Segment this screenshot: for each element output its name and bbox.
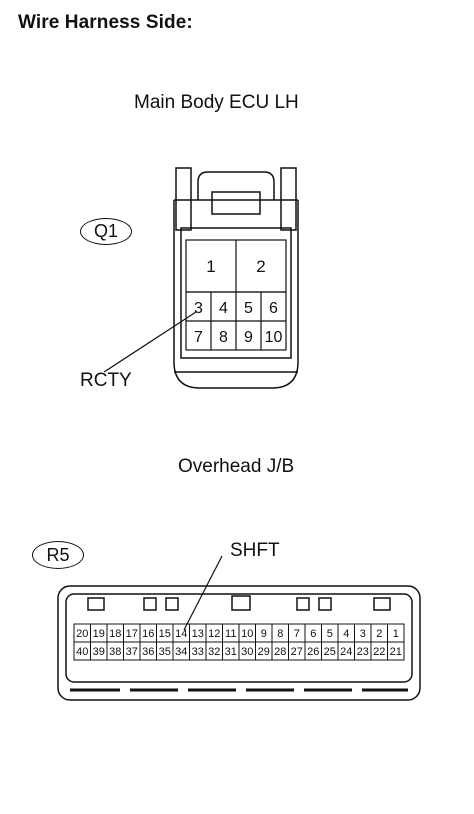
pin-label: 28: [274, 646, 286, 658]
pin-label: 11: [225, 628, 236, 640]
pin-label: 35: [159, 646, 171, 658]
pin-label: 5: [244, 300, 253, 317]
pin-label: 8: [219, 329, 228, 346]
pin-label: 7: [294, 628, 300, 640]
pin-label: 2: [376, 628, 382, 640]
pin-label: 17: [126, 628, 138, 640]
pin-label: 27: [291, 646, 303, 658]
pin-label: 6: [269, 300, 278, 317]
connector-code-q1: Q1: [80, 218, 132, 245]
pin-label: 31: [225, 646, 237, 658]
pin-label: 36: [142, 646, 154, 658]
pin-label: 9: [244, 329, 253, 346]
pin-label: 38: [109, 646, 121, 658]
pin-label: 24: [340, 646, 352, 658]
pin-label: 22: [373, 646, 385, 658]
diagram-heading: Wire Harness Side:: [18, 12, 193, 33]
pin-label: 15: [159, 628, 171, 640]
pin-label: 26: [307, 646, 319, 658]
pin-label: 23: [357, 646, 369, 658]
pin-label: 1: [393, 628, 399, 640]
pin-label: 32: [208, 646, 220, 658]
pin-label: 33: [192, 646, 204, 658]
pin-label: 3: [360, 628, 366, 640]
pin-label: 10: [265, 329, 283, 346]
pin-label: 10: [241, 628, 253, 640]
callout-rcty-leader: [103, 311, 197, 373]
pin-label: 1: [206, 257, 215, 276]
pin-label: 8: [277, 628, 283, 640]
connector-title-main-body-ecu: Main Body ECU LH: [134, 92, 299, 113]
pin-label: 18: [109, 628, 121, 640]
pin-label: 7: [194, 329, 203, 346]
pin-label: 25: [324, 646, 336, 658]
connector-r5-body: [57, 585, 421, 701]
pin-label: 12: [208, 628, 220, 640]
connector-code-r5: R5: [32, 541, 84, 569]
pin-label: 2: [256, 257, 265, 276]
pin-label: 9: [261, 628, 267, 640]
connector-title-overhead-jb: Overhead J/B: [178, 456, 295, 477]
pin-label: 16: [142, 628, 154, 640]
connector-q1-body: [173, 167, 299, 389]
pin-label: 4: [219, 300, 228, 317]
callout-rcty: RCTY: [80, 370, 132, 391]
callout-shft-leader: [183, 555, 223, 631]
pin-label: 29: [258, 646, 270, 658]
pin-label: 40: [76, 646, 88, 658]
connector-q1-pin-grid: [185, 239, 287, 351]
pin-label: 34: [175, 646, 187, 658]
pin-label: 14: [175, 628, 187, 640]
pin-label: 4: [343, 628, 349, 640]
pin-label: 13: [192, 628, 204, 640]
pin-label: 21: [390, 646, 402, 658]
pin-label: 19: [93, 628, 105, 640]
pin-label: 20: [76, 628, 88, 640]
pin-label: 3: [194, 300, 203, 317]
pin-label: 5: [327, 628, 333, 640]
pin-label: 37: [126, 646, 138, 658]
pin-label: 6: [310, 628, 316, 640]
connector-r5-pin-grid: [73, 623, 405, 661]
pin-label: 30: [241, 646, 253, 658]
callout-shft: SHFT: [230, 540, 280, 561]
pin-label: 39: [93, 646, 105, 658]
